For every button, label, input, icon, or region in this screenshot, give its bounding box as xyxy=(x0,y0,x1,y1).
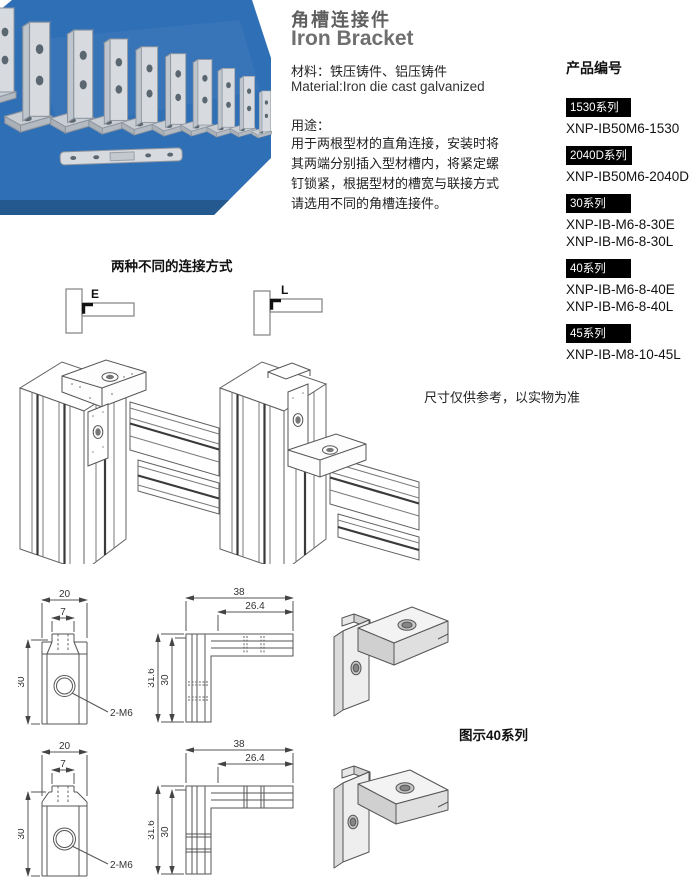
product-code: XNP-IB50M6-1530 xyxy=(566,121,680,136)
connection-diagram-e: E xyxy=(65,287,135,334)
product-code: XNP-IB50M6-2040D xyxy=(566,169,690,184)
method-label-l: L xyxy=(281,283,288,297)
product-code: XNP-IB-M6-8-40L xyxy=(566,299,674,314)
product-codes-panel: 产品编号 1530系列 XNP-IB50M6-1530 2040D系列 XNP-… xyxy=(566,58,700,372)
series-40-illustration-label: 图示40系列 xyxy=(459,728,529,743)
series-tag-1530: 1530系列 xyxy=(566,98,631,117)
product-code: XNP-IB-M6-8-30L xyxy=(566,234,674,249)
dimension-note: 尺寸仅供参考，以实物为准 xyxy=(424,390,581,405)
dim-hole-label: 2-M6 xyxy=(110,860,133,871)
series-block-1530: 1530系列 XNP-IB50M6-1530 xyxy=(566,98,700,137)
product-code: XNP-IB-M6-8-30E xyxy=(566,217,675,232)
front-view-drawing-row1: 20 7 30 2-M6 xyxy=(18,589,133,725)
bracket-front-plate xyxy=(87,403,109,467)
product-code: XNP-IB-M8-10-45L xyxy=(566,347,681,362)
isometric-drawing-row1 xyxy=(333,606,449,717)
usage-line: 钉锁紧，根据型材的槽宽与联接方式 xyxy=(291,176,500,191)
bracket-horizontal-block xyxy=(287,433,367,478)
bracket-mark xyxy=(82,303,93,314)
bracket-dots xyxy=(71,373,133,399)
product-codes-heading: 产品编号 xyxy=(566,60,622,76)
bracket-top-tab xyxy=(266,362,312,380)
product-photo xyxy=(0,0,272,215)
dim-slot-width: 7 xyxy=(60,607,66,618)
dim-arm-length: 26.4 xyxy=(245,753,265,764)
dim-arm-length: 26.4 xyxy=(245,601,265,612)
usage-line: 用于两根型材的直角连接，安装时将 xyxy=(291,136,500,151)
usage-paragraph: 用于两根型材的直角连接，安装时将 其两端分别插入型材槽内，将紧定螺 钉锁紧，根据… xyxy=(291,134,499,214)
dim-width: 20 xyxy=(59,741,71,752)
series-block-30: 30系列 XNP-IB-M6-8-30E XNP-IB-M6-8-30L xyxy=(566,194,700,250)
flat-bar-connector xyxy=(59,147,183,166)
isometric-drawing-row2 xyxy=(333,765,449,869)
assembly-drawing-e xyxy=(18,359,220,564)
usage-line: 请选用不同的角槽连接件。 xyxy=(291,196,448,211)
bracket-top-block xyxy=(61,359,147,408)
method-label-e: E xyxy=(91,287,99,301)
connection-diagram-l: L xyxy=(253,283,323,336)
side-view-drawing-row2: 38 26.4 31.6 30 xyxy=(148,739,294,875)
dim-total-width: 38 xyxy=(233,739,245,750)
series-tag-2040d: 2040D系列 xyxy=(566,146,632,165)
material-line-zh: 材料：铁压铸件、铝压铸件 xyxy=(291,64,448,79)
dim-total-width: 38 xyxy=(233,587,245,598)
material-line-en: Material:Iron die cast galvanized xyxy=(291,79,485,94)
bracket-photo-row xyxy=(0,7,272,139)
page-title-en: Iron Bracket xyxy=(291,27,414,50)
bracket-mark xyxy=(270,299,281,310)
connection-heading: 两种不同的连接方式 xyxy=(111,259,233,274)
side-view-drawing-row1: 38 26.4 31.6 30 xyxy=(148,587,294,723)
series-block-40: 40系列 XNP-IB-M6-8-40E XNP-IB-M6-8-40L xyxy=(566,259,700,315)
usage-line: 其两端分别插入型材槽内，将紧定螺 xyxy=(291,156,500,171)
product-code: XNP-IB-M6-8-40E xyxy=(566,282,675,297)
series-tag-30: 30系列 xyxy=(566,194,631,213)
dim-width: 20 xyxy=(59,589,71,600)
assembly-drawing-l xyxy=(218,361,420,564)
series-block-45: 45系列 XNP-IB-M8-10-45L xyxy=(566,324,700,363)
dim-total-height: 31.6 xyxy=(148,820,157,840)
dim-height: 30 xyxy=(18,828,27,840)
series-block-2040d: 2040D系列 XNP-IB50M6-2040D xyxy=(566,146,700,185)
dim-height: 30 xyxy=(18,676,27,688)
photo-floor-shadow xyxy=(0,200,229,215)
dim-inner-height: 30 xyxy=(160,826,171,838)
dim-inner-height: 30 xyxy=(160,674,171,686)
page-title-zh: 角槽连接件 xyxy=(291,10,391,30)
dim-total-height: 31.6 xyxy=(148,668,157,688)
series-tag-40: 40系列 xyxy=(566,259,631,278)
series-tag-45: 45系列 xyxy=(566,324,631,343)
dim-hole-label: 2-M6 xyxy=(110,708,133,719)
dim-slot-width: 7 xyxy=(60,759,66,770)
front-view-drawing-row2: 20 7 30 2-M6 xyxy=(18,741,133,877)
usage-label: 用途： xyxy=(291,118,331,133)
